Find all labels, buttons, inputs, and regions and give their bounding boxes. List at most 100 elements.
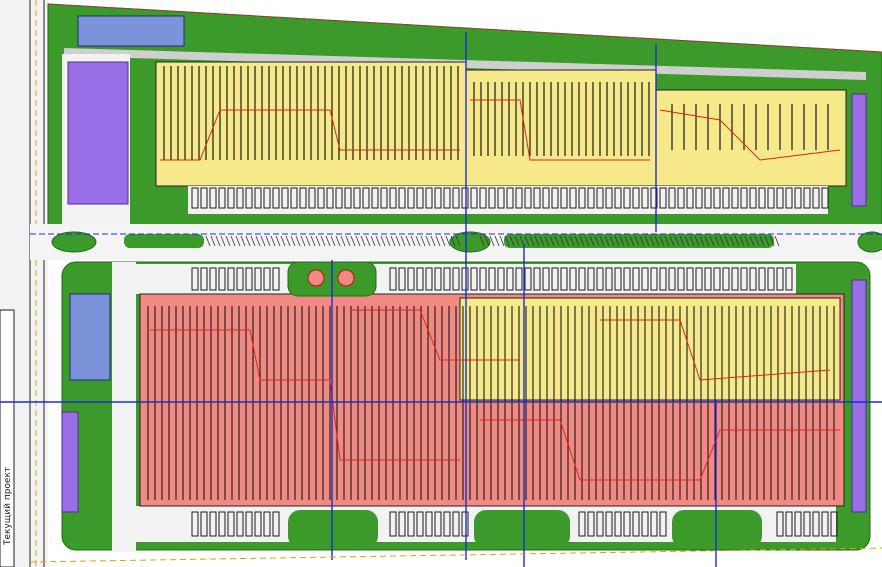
parking-stall [250,235,256,247]
dock-door [245,511,253,537]
dock-door [398,511,406,537]
dock-door [398,187,406,209]
parking-stall [265,235,271,247]
top-docks-strip [188,186,828,214]
dock-door [803,511,811,537]
dock-door [461,511,469,537]
dock-door [650,511,658,537]
dock-door [416,267,424,291]
parking-stall [335,235,341,247]
bottom-left-road [112,262,136,552]
dock-door [551,187,559,209]
dock-door [704,267,712,291]
dock-door [461,187,469,209]
dock-door [749,267,757,291]
parking-stall [220,235,226,247]
parking-stall [305,235,311,247]
dock-door [344,187,352,209]
dock-door [353,187,361,209]
dock-door [614,267,622,291]
top-fire-lines [160,99,841,161]
parking-stall [764,235,770,247]
dock-door [821,187,829,209]
parking-stall [714,235,720,247]
parking-stall [584,235,590,247]
parking-stall [604,235,610,247]
top-building-middle [465,69,657,187]
parking-stall [340,235,346,247]
parking-stall [619,235,625,247]
parking-stall [539,235,545,247]
dock-door [776,267,784,291]
parking-stall [554,235,560,247]
dock-door [641,187,649,209]
dock-door [713,267,721,291]
dock-door [776,187,784,209]
dock-door [542,187,550,209]
top-parking-pad [77,15,185,47]
parking-stall [240,235,246,247]
parking-stall [365,235,371,247]
dock-door [623,267,631,291]
bottom-right-purple [851,279,867,513]
dock-door [227,187,235,209]
dock-door [695,187,703,209]
parking-stall [395,235,401,247]
parking-stall [664,235,670,247]
dock-door [533,187,541,209]
dock-door [749,187,757,209]
dock-door [443,511,451,537]
dock-door [209,267,217,291]
parking-stall [230,235,236,247]
dock-door [677,187,685,209]
dock-door [389,511,397,537]
dock-door [560,187,568,209]
dock-door [659,511,667,537]
parking-stall [534,235,540,247]
parking-stall [559,235,565,247]
parking-stall [420,235,426,247]
parking-stall [754,235,760,247]
parking-stall [564,235,570,247]
dock-door [533,267,541,291]
parking-stall [724,235,730,247]
roundabout-right [857,231,882,253]
dock-door [290,187,298,209]
dock-door [245,187,253,209]
dock-door [479,187,487,209]
parking-stall [235,235,241,247]
dock-door [470,267,478,291]
dock-door [596,511,604,537]
dock-door [200,187,208,209]
parking-stall [509,235,515,247]
dock-door [596,187,604,209]
parking-stall [644,235,650,247]
parking-stall [225,235,231,247]
dock-door [470,187,478,209]
dock-door [794,511,802,537]
dock-door [362,187,370,209]
parking-stall [425,235,431,247]
dock-door [659,267,667,291]
parking-stall [774,235,780,247]
dock-door [497,187,505,209]
dock-door [596,267,604,291]
dock-door [371,187,379,209]
dock-door [686,187,694,209]
parking-stall [385,235,391,247]
parking-stall [569,235,575,247]
parking-stall [499,235,505,247]
dock-door [317,187,325,209]
dock-door [650,267,658,291]
dock-door [263,187,271,209]
parking-stall [410,235,416,247]
parking-stall [484,235,490,247]
dock-door [452,187,460,209]
dock-door [515,267,523,291]
dock-door [398,267,406,291]
parking-stall [734,235,740,247]
median-green-left [124,234,204,248]
dock-door [407,187,415,209]
parking-stall [654,235,660,247]
road-parking-stalls [205,235,780,247]
